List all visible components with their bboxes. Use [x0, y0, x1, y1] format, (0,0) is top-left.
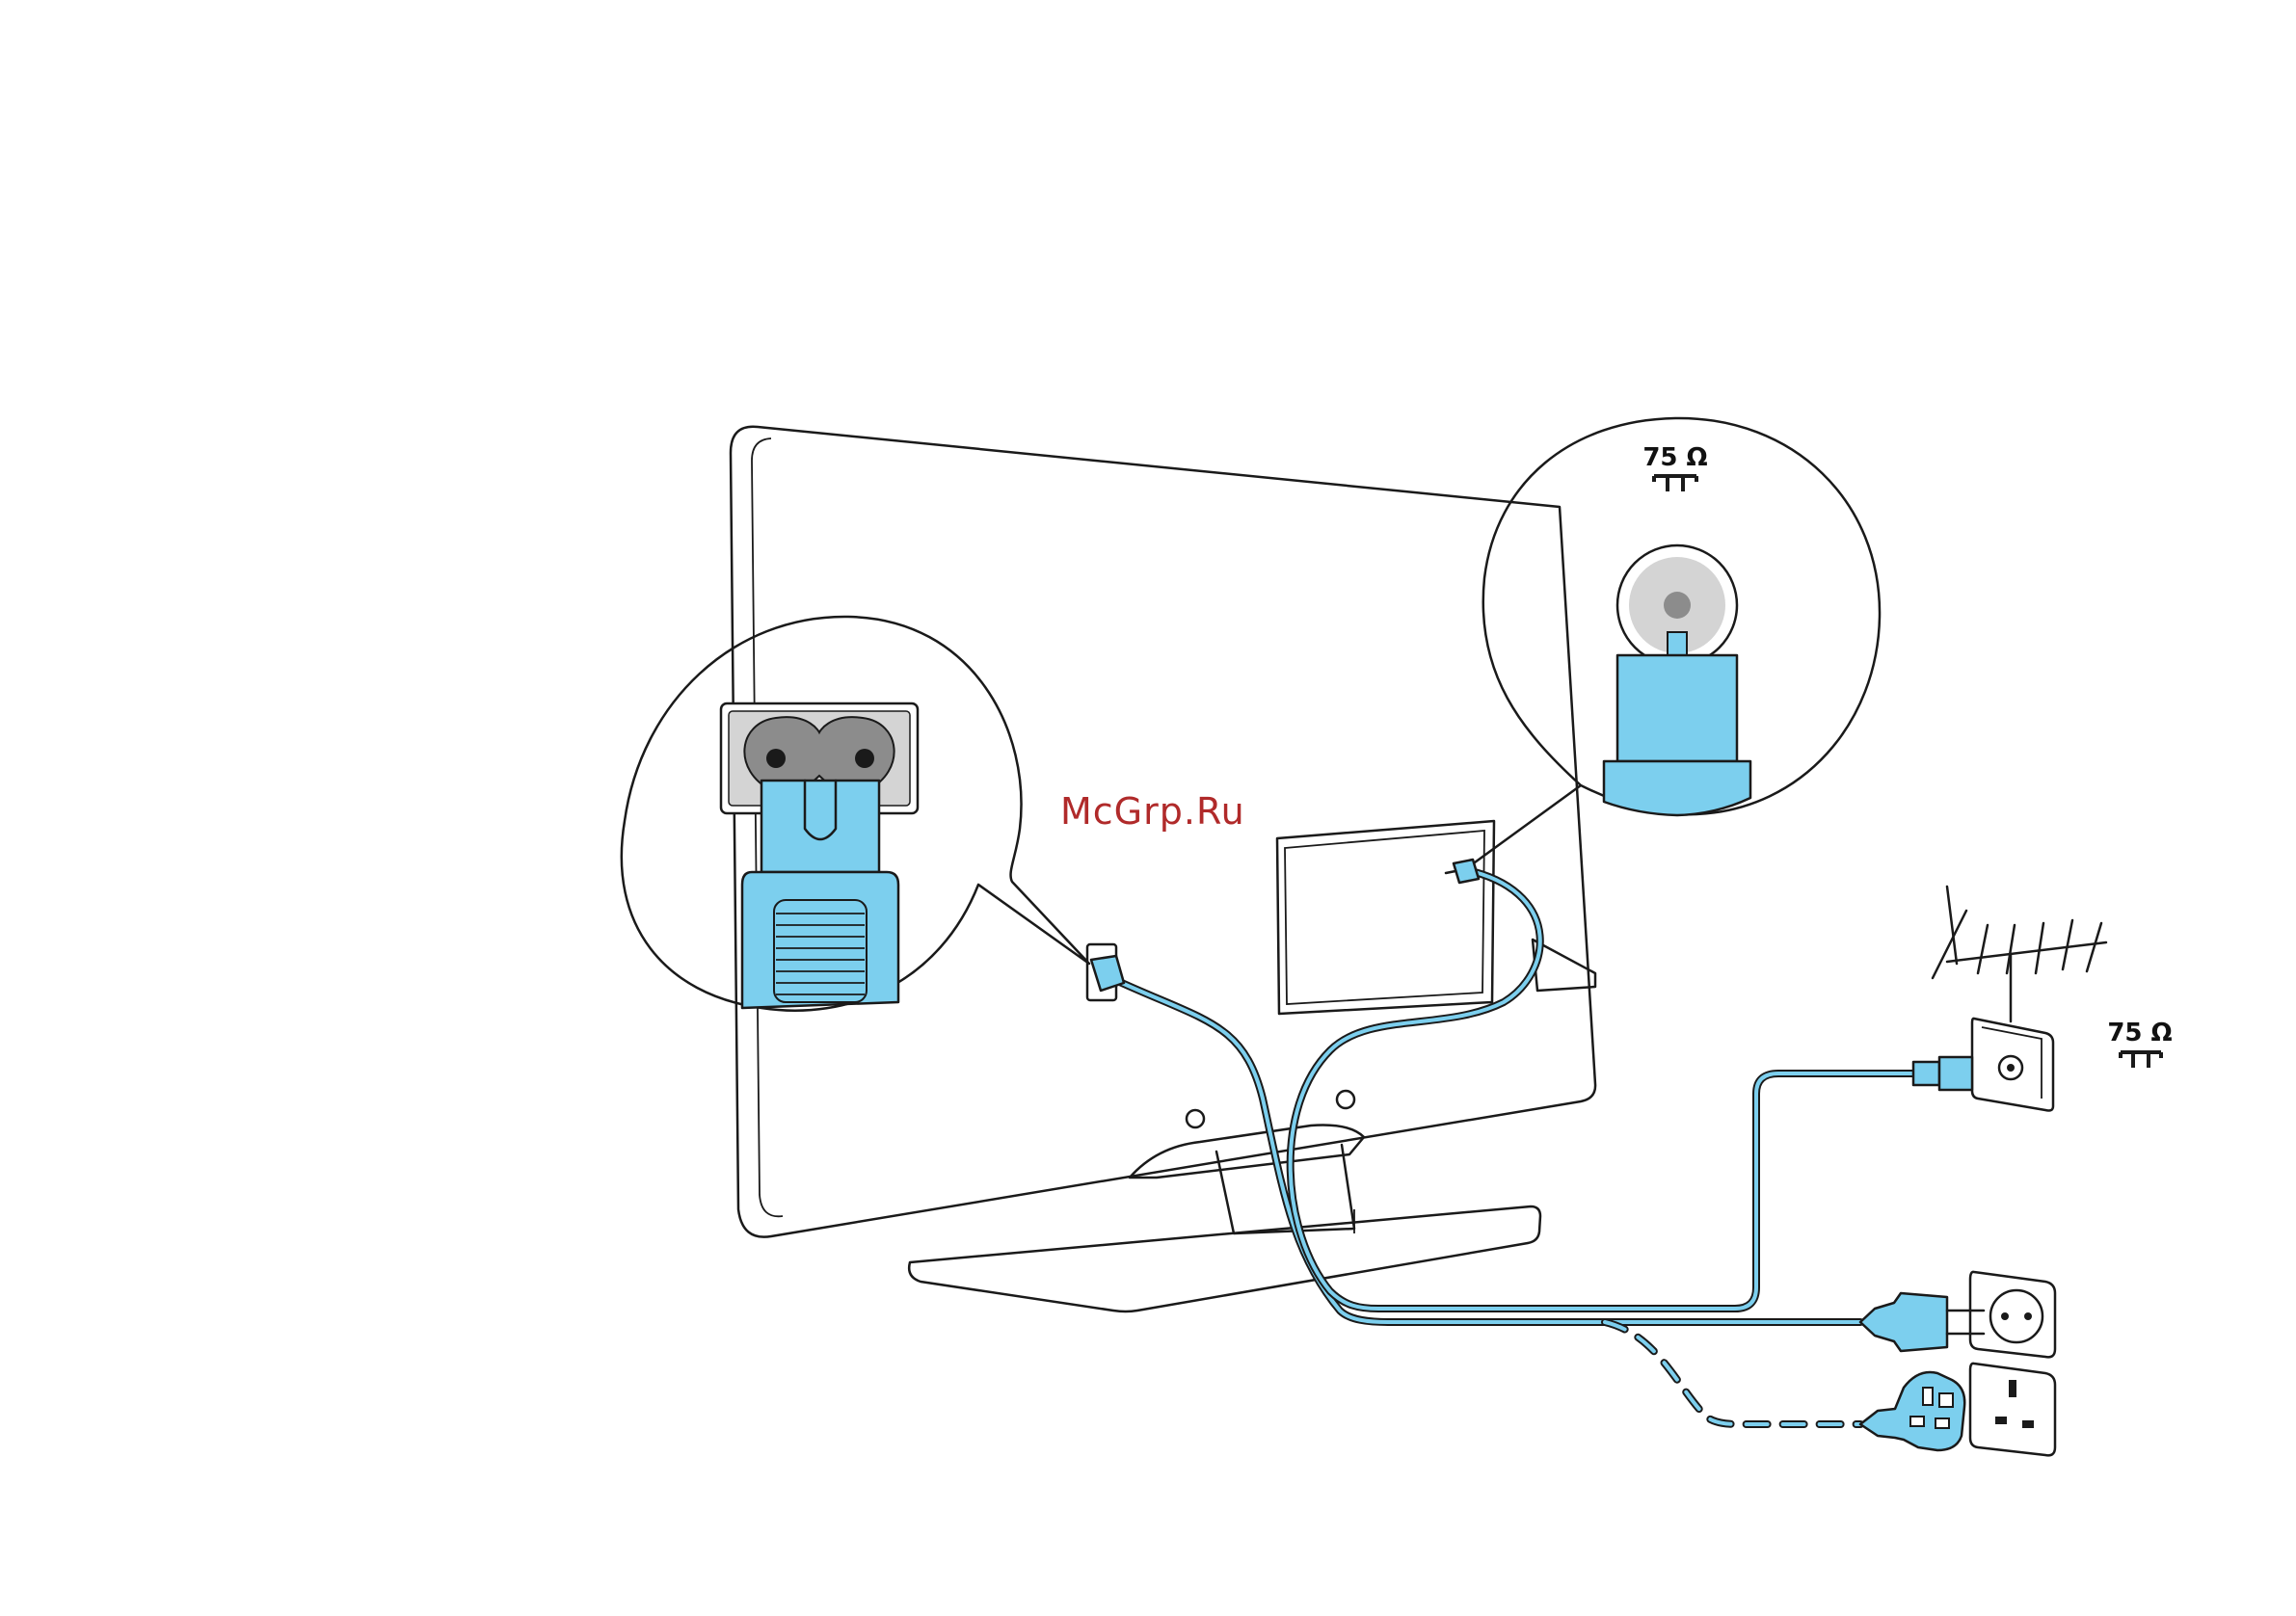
coax-symbol-zoom [1654, 476, 1696, 491]
coax-symbol-wall [2121, 1052, 2161, 1068]
cables [1113, 872, 1913, 1424]
tv-antenna-inlet [1446, 860, 1479, 883]
antenna-wall-socket-icon [1913, 1019, 2053, 1111]
uk-plug-icon [1860, 1372, 1964, 1450]
power-inlet-zoom-icon [622, 617, 1089, 1011]
aerial-antenna-icon [1933, 887, 2106, 1021]
eu-wall-socket-icon [1970, 1272, 2055, 1357]
uk-wall-socket-icon [1970, 1364, 2055, 1455]
antenna-inlet-zoom-icon: 75 Ω [1475, 418, 1880, 862]
antenna-impedance-label-zoom: 75 Ω [1642, 443, 1707, 472]
antenna-impedance-label-wall: 75 Ω [2107, 1019, 2172, 1047]
tv-power-inlet [1087, 944, 1124, 1000]
watermark-text: McGrp.Ru [1060, 790, 1245, 833]
eu-plug-icon [1860, 1293, 1984, 1351]
